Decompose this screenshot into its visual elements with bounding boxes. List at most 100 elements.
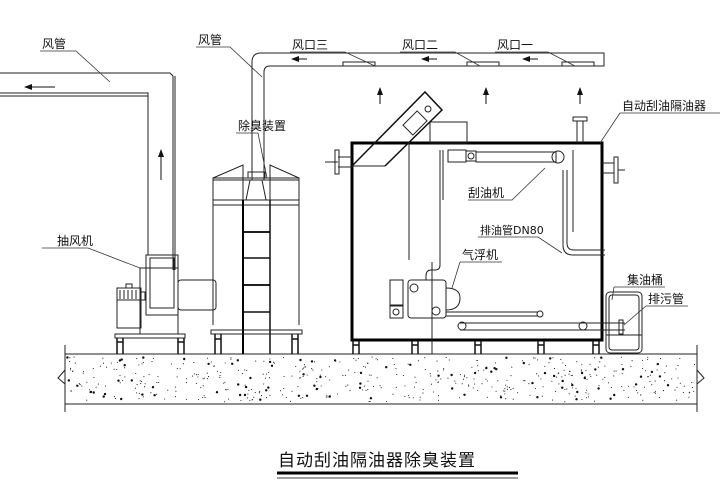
concrete-speckle [532,357,534,359]
concrete-speckle [193,373,195,375]
concrete-speckle [252,398,254,401]
concrete-speckle [415,382,417,384]
concrete-speckle [447,377,449,379]
concrete-speckle [304,366,306,368]
concrete-speckle [691,387,693,389]
concrete-speckle [344,374,346,376]
concrete-speckle [82,372,84,374]
concrete-speckle [270,364,274,367]
concrete-speckle [302,375,304,377]
concrete-speckle [510,389,512,391]
concrete-speckle [422,392,424,394]
concrete-speckle [254,391,256,394]
concrete-speckle [70,367,72,369]
concrete-speckle [302,396,304,398]
concrete-speckle [122,380,124,382]
concrete-speckle [216,370,218,372]
concrete-speckle [474,383,476,385]
concrete-speckle [238,393,242,397]
concrete-speckle [248,389,250,392]
concrete-speckle [134,387,136,389]
concrete-speckle [677,377,679,379]
concrete-speckle [534,357,536,359]
concrete-speckle [213,365,215,367]
concrete-speckle [136,384,138,386]
concrete-speckle [647,376,649,378]
concrete-speckle [325,376,327,378]
concrete-speckle [430,375,432,377]
concrete-speckle [395,367,397,369]
concrete-speckle [303,364,306,366]
concrete-speckle [385,366,388,369]
concrete-speckle [247,393,249,395]
concrete-speckle [662,390,665,392]
concrete-speckle [468,384,470,386]
concrete-speckle [537,375,539,377]
concrete-speckle [329,379,331,381]
concrete-speckle [634,383,638,386]
concrete-speckle [203,377,205,379]
concrete-speckle [380,387,382,389]
concrete-speckle [621,368,625,371]
concrete-speckle [568,373,570,375]
concrete-speckle [505,384,507,386]
concrete-speckle [315,387,318,391]
concrete-speckle [104,385,106,387]
concrete-speckle [197,376,199,378]
concrete-speckle [151,361,153,363]
concrete-speckle [512,388,514,390]
concrete-speckle [176,367,178,369]
concrete-speckle [105,366,108,368]
concrete-speckle [473,371,477,375]
concrete-speckle [191,375,194,377]
concrete-speckle [93,377,95,379]
concrete-speckle [472,387,474,389]
concrete-speckle [571,382,573,384]
concrete-speckle [328,395,331,398]
concrete-speckle [86,381,88,383]
concrete-speckle [536,359,539,361]
concrete-speckle [679,382,681,384]
concrete-speckle [653,391,655,394]
concrete-speckle [371,356,373,358]
concrete-speckle [289,400,292,402]
concrete-speckle [141,363,143,365]
concrete-speckle [116,368,118,371]
concrete-speckle [89,391,91,393]
concrete-speckle [443,368,445,370]
concrete-speckle [117,379,120,382]
concrete-speckle [204,397,206,399]
concrete-speckle [355,359,357,361]
concrete-speckle [613,370,615,372]
deodorizer-tower [210,164,303,354]
concrete-speckle [589,363,591,365]
concrete-speckle [540,378,542,380]
concrete-speckle [609,397,612,400]
concrete-speckle [175,390,177,392]
concrete-speckle [266,373,268,375]
concrete-speckle [200,386,202,388]
concrete-speckle [504,388,506,390]
concrete-speckle [505,398,507,400]
concrete-speckle [82,370,84,372]
concrete-speckle [627,396,629,398]
air-outlet-2 [466,61,500,67]
concrete-speckle [359,371,363,375]
concrete-speckle [74,362,76,364]
concrete-speckle [506,379,508,381]
concrete-speckle [299,377,301,379]
concrete-speckle [586,389,588,391]
concrete-speckle [408,394,410,397]
concrete-speckle [642,367,644,370]
concrete-speckle [491,386,493,388]
concrete-speckle [517,392,519,394]
collector-air-duct [251,52,605,180]
concrete-speckle [102,362,105,364]
concrete-speckle [647,358,649,361]
concrete-speckle [89,390,93,394]
concrete-speckle [564,374,566,376]
concrete-speckle [542,386,544,388]
concrete-speckle [639,375,643,378]
concrete-speckle [521,360,523,362]
concrete-speckle [555,376,557,378]
